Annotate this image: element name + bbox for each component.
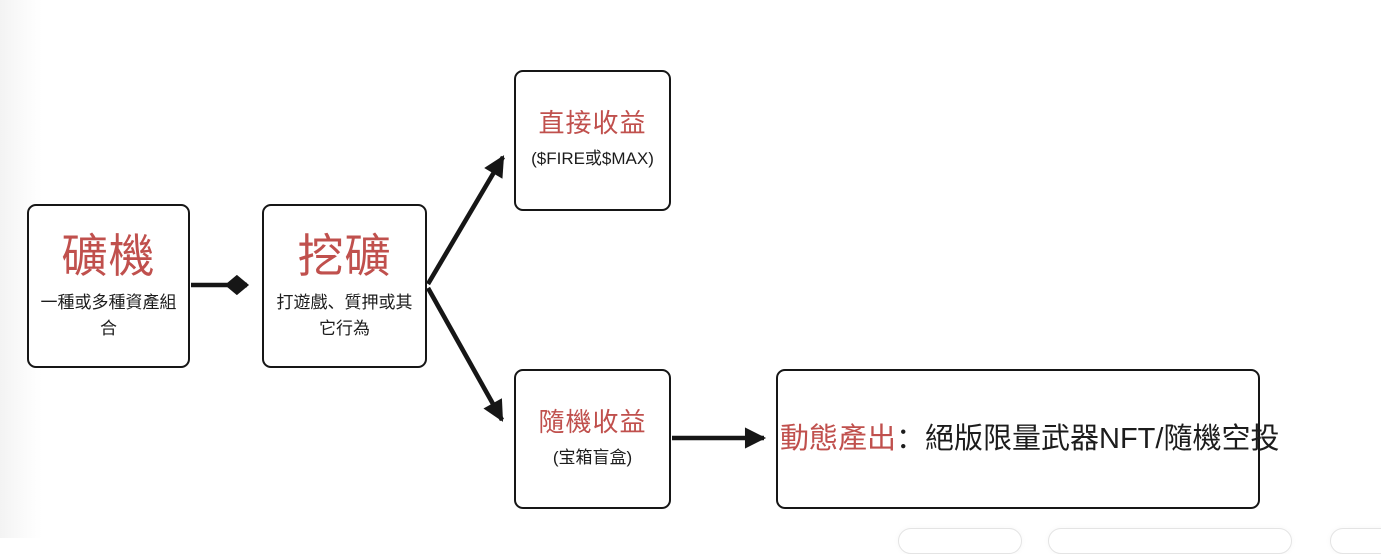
- node-dynamic-output-label: 動態產出: [780, 422, 897, 455]
- node-random-yield-subtitle: (宝箱盲盒): [552, 447, 633, 467]
- node-direct-yield-subtitle: ($FIRE或$MAX): [531, 149, 654, 169]
- node-direct-yield: 直接收益 ($FIRE或$MAX): [514, 70, 671, 211]
- node-dynamic-output-text: 動態產出：絕版限量武器NFT/隨機空投: [780, 422, 1279, 457]
- node-mining-title: 挖礦: [297, 229, 392, 282]
- node-dynamic-output: 動態產出：絕版限量武器NFT/隨機空投: [776, 369, 1279, 509]
- partial-bottom-card-3[interactable]: [1330, 528, 1381, 554]
- node-mining: 挖礦 打遊戲、質押或其它行為: [262, 204, 427, 368]
- node-random-yield: 隨機收益 (宝箱盲盒): [514, 369, 671, 509]
- node-miner: 礦機 一種或多種資產組合: [27, 204, 190, 368]
- node-mining-subtitle: 打遊戲、質押或其它行為: [276, 292, 413, 338]
- partial-bottom-card-2[interactable]: [1048, 528, 1292, 554]
- node-miner-subtitle: 一種或多種資產組合: [40, 292, 177, 338]
- node-random-yield-title: 隨機收益: [538, 406, 647, 437]
- node-direct-yield-title: 直接收益: [538, 108, 647, 139]
- node-dynamic-output-description: ：絕版限量武器NFT/隨機空投: [896, 422, 1280, 455]
- partial-bottom-card-1[interactable]: [898, 528, 1022, 554]
- node-miner-title: 礦機: [61, 229, 156, 282]
